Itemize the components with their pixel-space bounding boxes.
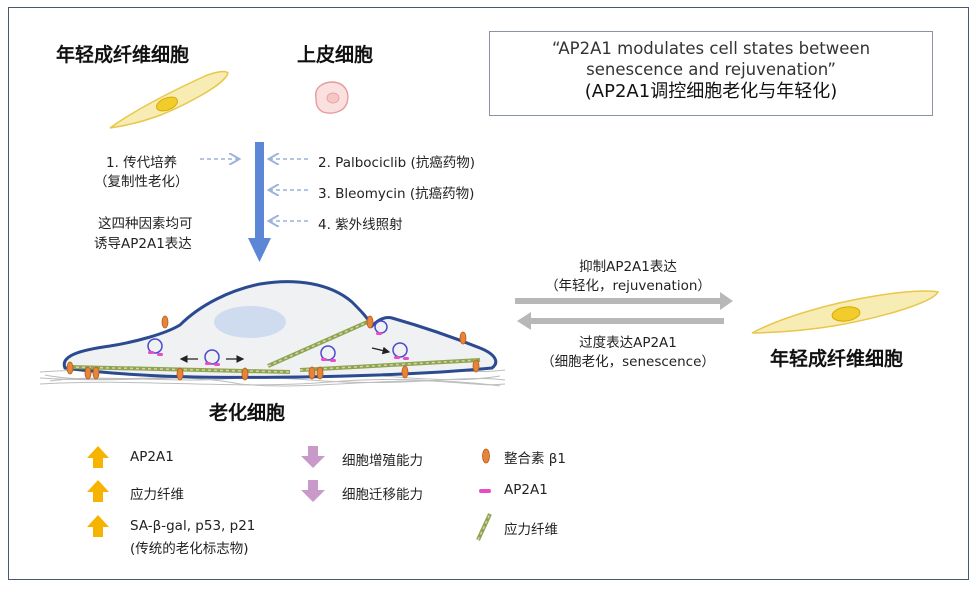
transition-arrows [515, 292, 733, 330]
factor-1-sublabel: （复制性老化） [94, 174, 189, 190]
factor-2-label: 2. Palbociclib (抗癌药物) [318, 155, 476, 171]
young-fibroblast-top [109, 70, 229, 129]
figure-frame [8, 7, 969, 580]
quote-line-3: (AP2A1调控细胞老化与年轻化) [584, 81, 838, 102]
legend-up-markers: SA-β-gal, p53, p21 [130, 518, 256, 534]
quote-line-1: “AP2A1 modulates cell states between [551, 39, 871, 58]
inhibit-sublabel: （年轻化，rejuvenation） [545, 278, 711, 294]
epithelial-cell [315, 81, 349, 114]
main-down-arrow [248, 142, 271, 262]
senescent-cell [62, 280, 498, 381]
legend-up-markers-sub: (传统的老化标志物) [130, 541, 249, 557]
legend-down-arrows [301, 446, 325, 502]
legend-down-proliferation: 细胞增殖能力 [342, 453, 423, 469]
legend-up-arrows [87, 446, 109, 537]
quote-line-2: senescence and rejuvenation” [586, 60, 836, 79]
overexpress-label: 过度表达AP2A1 [579, 335, 677, 351]
integrin-legend-icon [482, 448, 490, 464]
legend-integrin: 整合素 β1 [504, 451, 566, 467]
factor-4-label: 4. 紫外线照射 [318, 217, 403, 233]
ap2a1-legend-icon [479, 489, 491, 493]
inhibit-label: 抑制AP2A1表达 [579, 259, 677, 275]
quote-box: “AP2A1 modulates cell states between sen… [489, 31, 933, 116]
legend-up-stress-fiber: 应力纤维 [130, 487, 184, 503]
factor-1-label: 1. 传代培养 [106, 155, 178, 171]
epithelial-cell-title: 上皮细胞 [297, 44, 374, 66]
legend-ap2a1: AP2A1 [504, 482, 548, 498]
factor-3-label: 3. Bleomycin (抗癌药物) [318, 186, 475, 202]
legend-up-ap2a1: AP2A1 [130, 449, 174, 465]
young-fibroblast-title-right: 年轻成纤维细胞 [770, 348, 904, 370]
stress-fiber-legend-icon [476, 513, 492, 541]
young-fibroblast-right [751, 290, 940, 334]
legend-stress-fiber: 应力纤维 [504, 522, 558, 538]
induce-label-1: 这四种因素均可 [98, 216, 193, 232]
young-fibroblast-title-top: 年轻成纤维细胞 [56, 44, 190, 66]
induce-label-2: 诱导AP2A1表达 [94, 236, 192, 252]
senescent-cell-title: 老化细胞 [209, 402, 286, 424]
overexpress-sublabel: （细胞老化，senescence） [541, 354, 715, 370]
legend-down-migration: 细胞迁移能力 [342, 487, 423, 503]
